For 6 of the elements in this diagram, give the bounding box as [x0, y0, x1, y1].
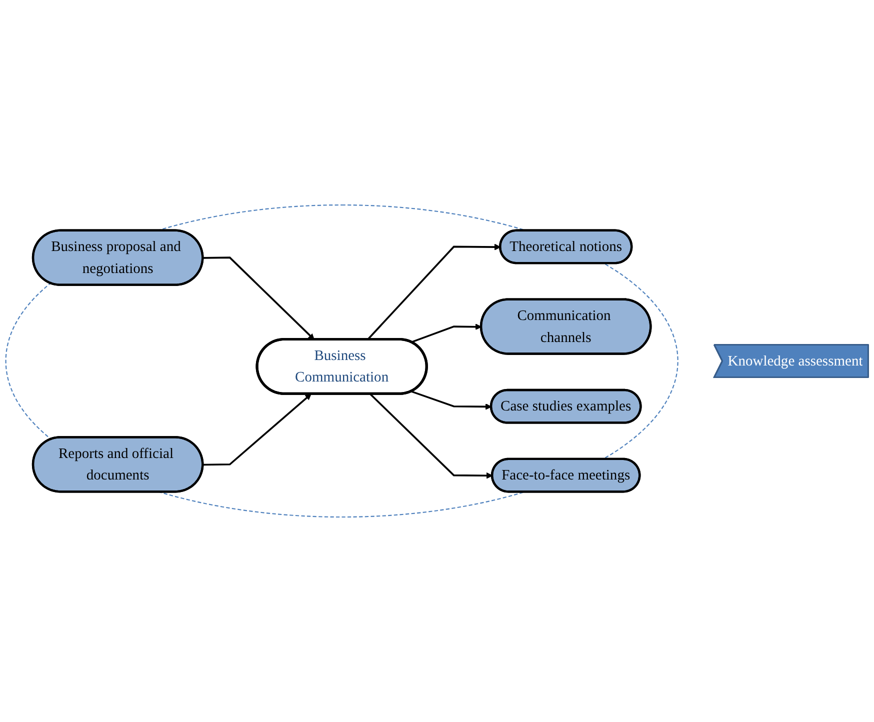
arrow: [202, 394, 312, 466]
arrow: [411, 390, 492, 410]
arrow: [411, 324, 482, 344]
arrow: [202, 256, 314, 340]
arrow: [370, 393, 493, 479]
arrow: [366, 244, 501, 340]
